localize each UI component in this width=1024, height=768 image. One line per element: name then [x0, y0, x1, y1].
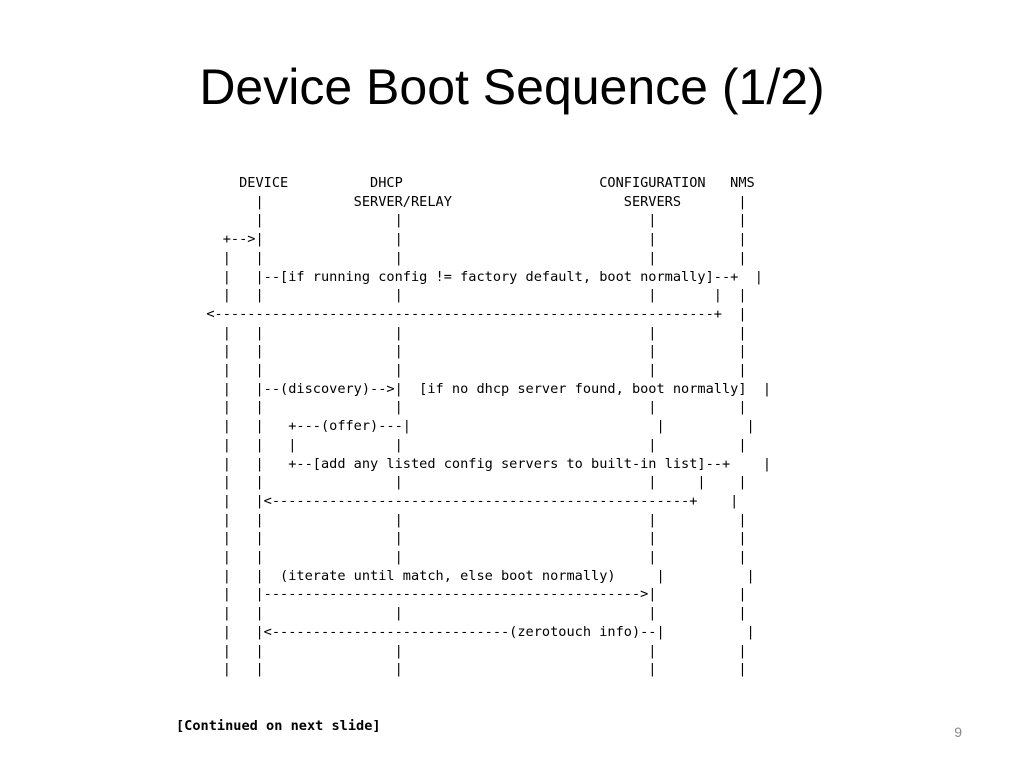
- diagram-line: | | | | |: [190, 399, 747, 416]
- diagram-line: | | | | |: [190, 642, 747, 659]
- diagram-line: DEVICE DHCP CONFIGURATION NMS: [190, 175, 755, 191]
- slide-title: Device Boot Sequence (1/2): [199, 59, 825, 115]
- diagram-line: | | | | |: [190, 530, 747, 547]
- diagram-line: | | +--[add any listed config servers to…: [190, 455, 772, 472]
- diagram-line: | | (iterate until match, else boot norm…: [190, 567, 755, 584]
- diagram-line: <---------------------------------------…: [190, 305, 747, 322]
- diagram-line: | |--(discovery)-->| [if no dhcp server …: [190, 380, 772, 397]
- diagram-line: | | | | | |: [190, 287, 747, 304]
- diagram-line: | | | | |: [190, 249, 747, 266]
- diagram-line: | |<------------------------------------…: [190, 492, 739, 509]
- diagram-line: | | +---(offer)---| | |: [190, 418, 755, 435]
- continued-note: [Continued on next slide]: [176, 718, 381, 734]
- diagram-line: +-->| | | |: [190, 231, 747, 248]
- diagram-line: | | | | |: [190, 549, 747, 566]
- diagram-line: | |-------------------------------------…: [190, 586, 747, 603]
- diagram-line: | | | | |: [190, 343, 747, 360]
- diagram-line: | | | | |: [190, 661, 747, 678]
- diagram-line: | | | | |: [190, 511, 747, 528]
- diagram-line: | |--[if running config != factory defau…: [190, 268, 763, 285]
- diagram-line: | | | | |: [190, 362, 747, 379]
- boot-sequence-diagram: DEVICE DHCP CONFIGURATION NMS | SERVER/R…: [190, 174, 771, 679]
- diagram-line: | | | | | |: [190, 474, 747, 491]
- diagram-line: | | | | | |: [190, 436, 747, 453]
- diagram-line: | SERVER/RELAY SERVERS |: [190, 193, 747, 210]
- slide-number: 9: [954, 724, 962, 740]
- diagram-line: | |<-----------------------------(zeroto…: [190, 623, 755, 640]
- diagram-line: | | | | |: [190, 324, 747, 341]
- diagram-line: | | | | |: [190, 605, 747, 622]
- diagram-line: | | | |: [190, 212, 747, 229]
